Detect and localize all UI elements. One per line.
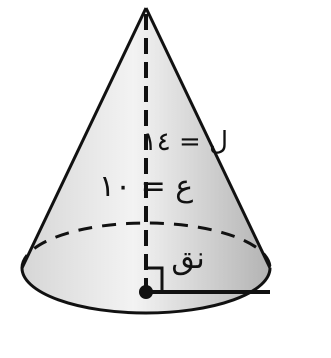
base-front-arc [20,267,272,315]
right-angle-marker [146,266,164,292]
right-slant-edge [144,7,272,269]
radius-label: نق [171,241,204,276]
base-center-point [139,285,153,299]
height-label: ع = ١٠ [99,169,193,204]
base-back-arc [20,221,272,269]
slant-height-label: ل = ١٤ [143,127,228,157]
left-slant-edge [20,7,148,269]
